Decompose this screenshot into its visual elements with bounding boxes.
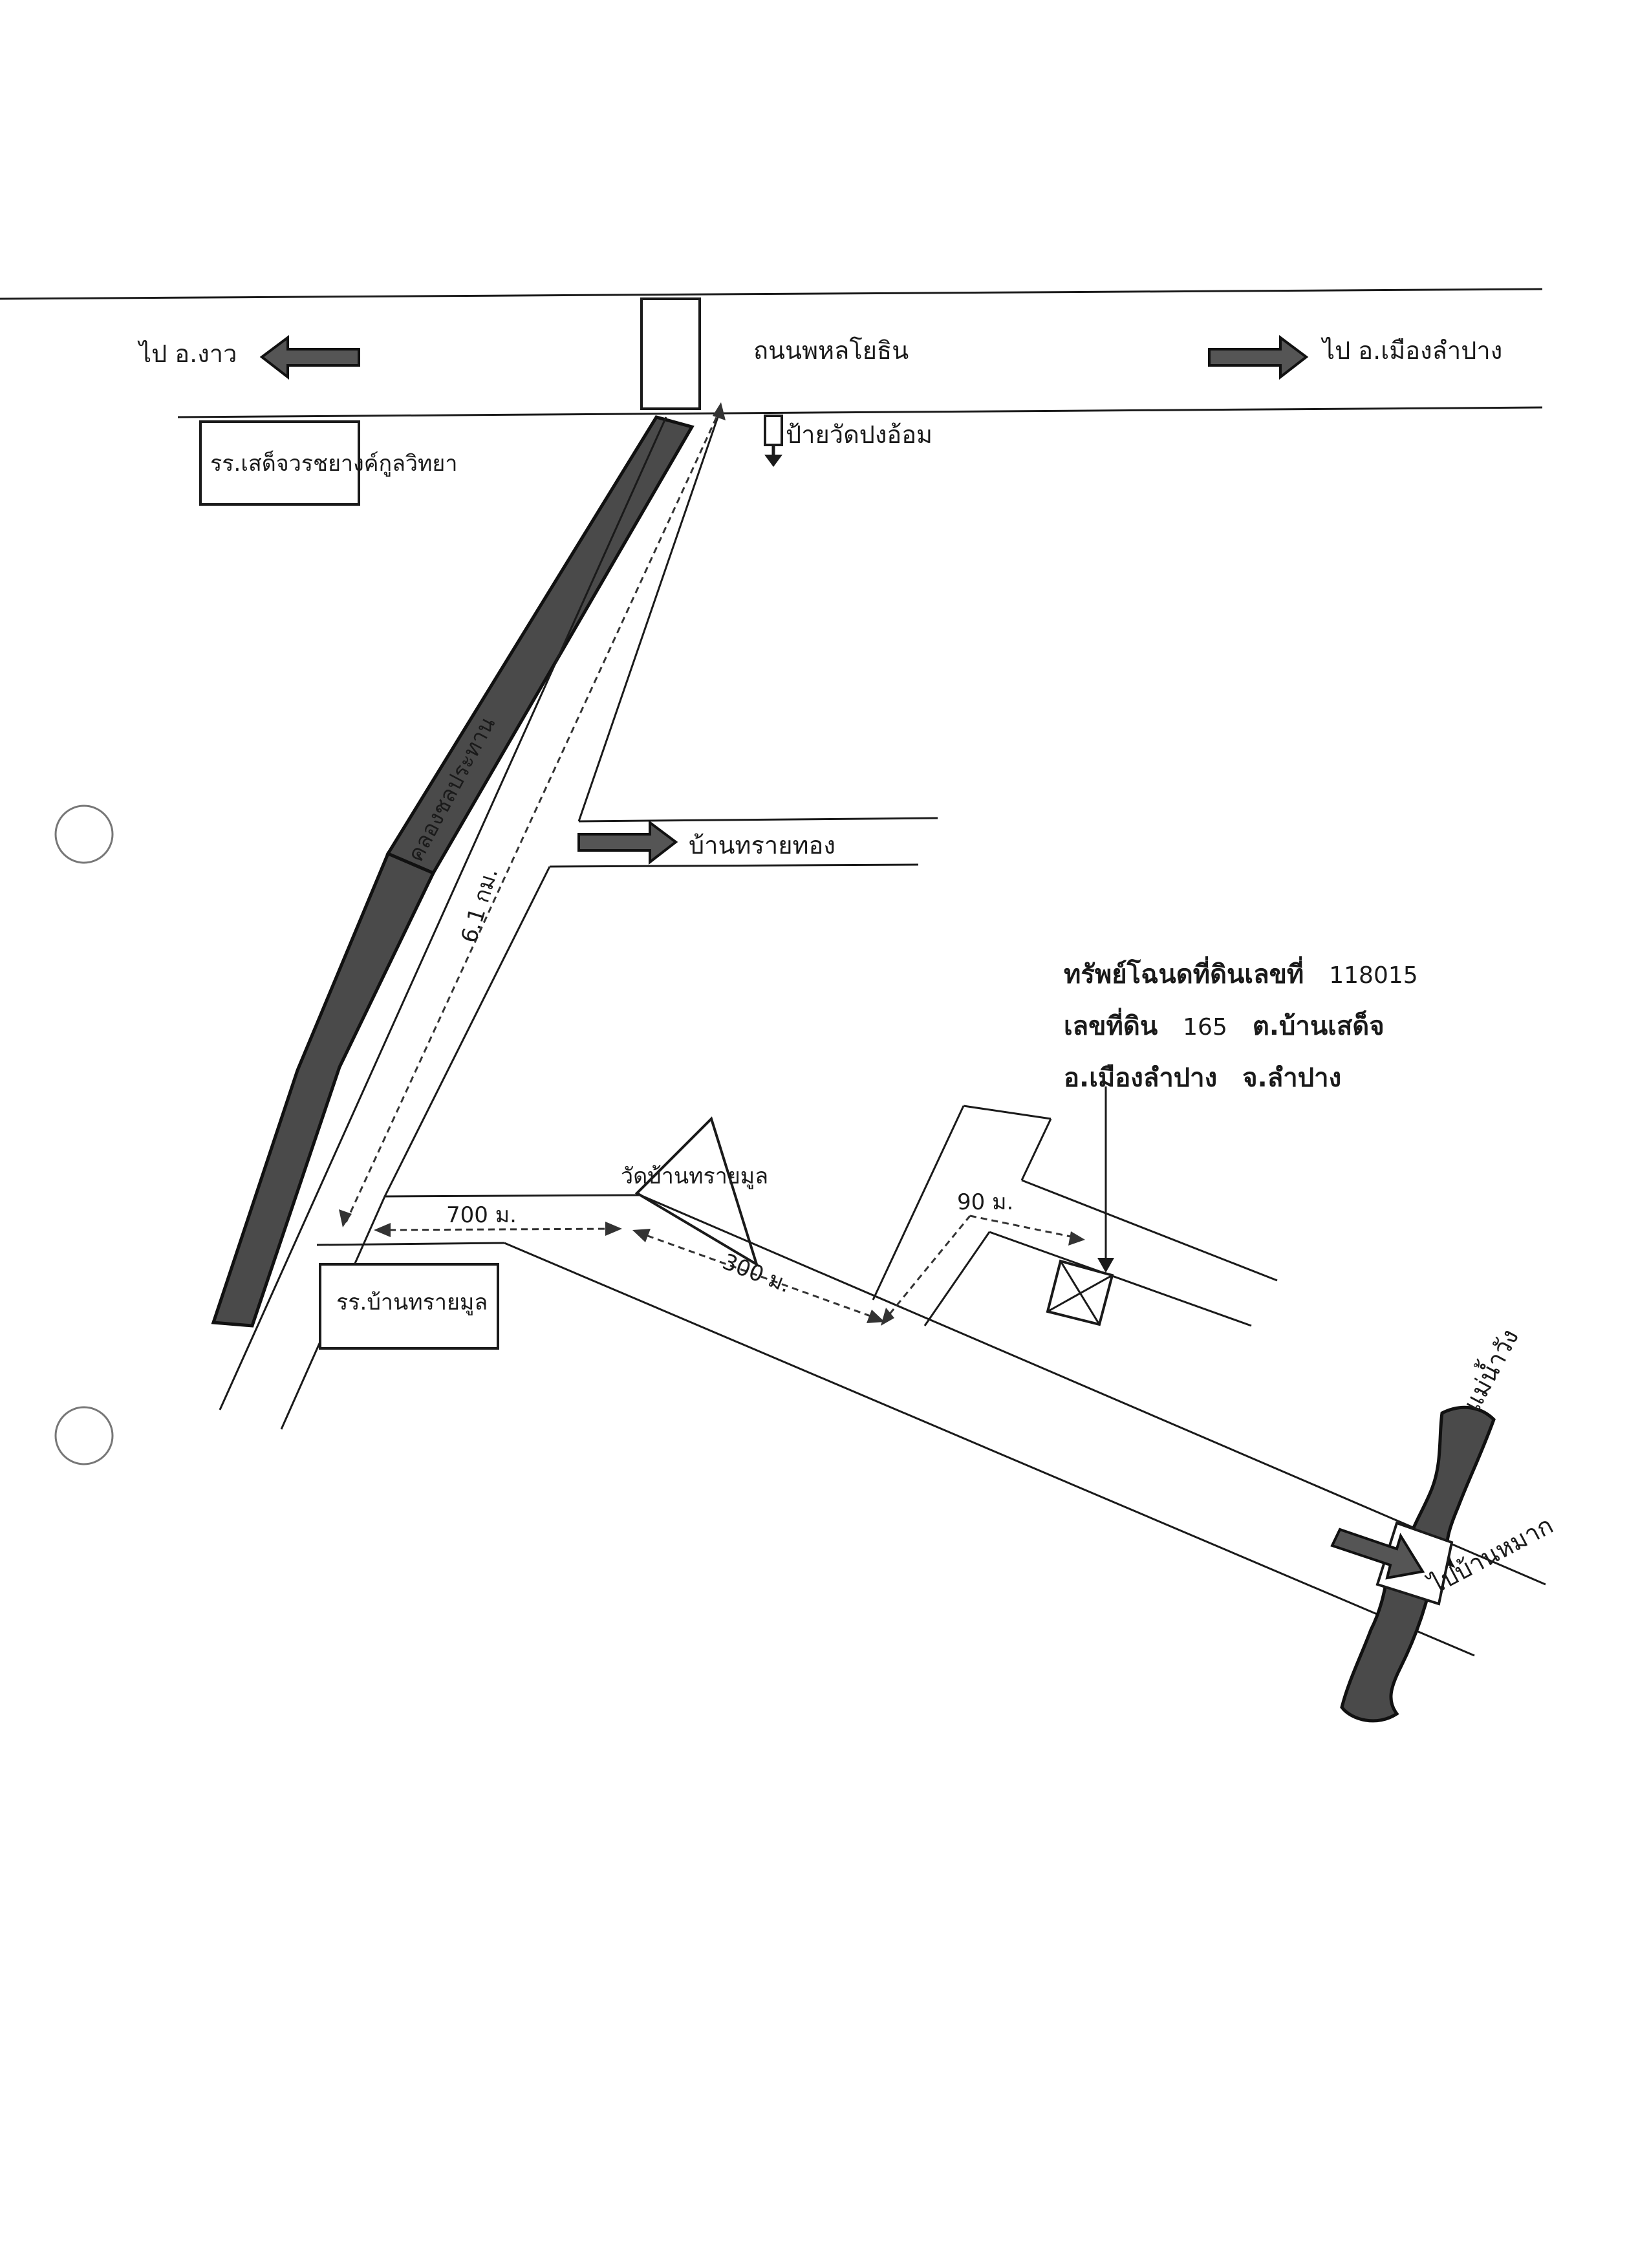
- side-road-left-edge: [219, 416, 667, 1410]
- land-plot-x-icon: [1046, 1259, 1114, 1326]
- deed-line2-label: เลขที่ดิน: [1064, 1008, 1158, 1041]
- punch-hole-icon: [54, 805, 114, 864]
- deed-line1-value: 118015: [1329, 962, 1417, 989]
- river-wang-lower: [1340, 1575, 1432, 1723]
- deed-line3-province: จ.ลำปาง: [1242, 1063, 1341, 1093]
- school-top-box: [199, 420, 360, 506]
- to-mueang-lampang-label: ไป อ.เมืองลำปาง: [1320, 336, 1502, 365]
- dist-61km-label: 6.1 กม.: [456, 865, 503, 945]
- village-road-bottom: [316, 1242, 505, 1246]
- to-ngao-label: ไป อ.งาว: [137, 340, 237, 368]
- dist-61km-line: [345, 407, 722, 1223]
- lane-lower-road-h: [989, 1231, 1252, 1327]
- lane-left-top: [963, 1105, 1051, 1120]
- side-road-right-edge-mid: [383, 866, 551, 1197]
- deed-line3: อ.เมืองลำปาง จ.ลำปาง: [1064, 1063, 1341, 1093]
- dist-90-label: 90 ม.: [957, 1189, 1013, 1215]
- canal-band-lower: [211, 851, 436, 1328]
- wat-ban-sai-mun-label: วัดบ้านทรายมูล: [621, 1163, 768, 1189]
- arrow-right-icon: [1330, 1528, 1425, 1580]
- ban-mak-road-bottom: [504, 1242, 1475, 1657]
- lane-left-edge: [872, 1105, 965, 1301]
- sai-thong-road-top: [578, 817, 938, 823]
- river-wang-label: แม่น้ำวัง: [1454, 1323, 1524, 1416]
- highway-label: ถนนพหลโยธิน: [753, 336, 909, 365]
- deed-line2-tambon: ต.บ้านเสด็จ: [1253, 1010, 1385, 1041]
- temple-triangle-icon: [634, 1116, 759, 1268]
- village-road-top: [384, 1194, 641, 1198]
- down-arrow-sign-icon: [764, 415, 783, 467]
- ban-mak-road-top: [640, 1194, 1546, 1586]
- school-bottom-label: รร.บ้านทรายมูล: [336, 1290, 488, 1315]
- punch-hole-icon: [54, 1406, 114, 1465]
- deed-line3-amphoe: อ.เมืองลำปาง: [1064, 1063, 1217, 1093]
- school-top-label: รร.เสด็จวรชยางค์กูลวิทยา: [210, 450, 457, 477]
- sai-thong-road-bottom: [549, 863, 919, 868]
- lane-lower-road: [923, 1231, 991, 1326]
- school-bottom-box: [319, 1263, 499, 1350]
- lane-upper-road: [1021, 1179, 1278, 1282]
- dist-300-line: [636, 1231, 880, 1321]
- dist-90-line: [881, 1215, 971, 1323]
- arrow-left-icon: [259, 335, 360, 380]
- deed-line2-value: 165: [1183, 1014, 1227, 1041]
- highway-junction-box: [640, 297, 701, 410]
- deed-line2: เลขที่ดิน 165 ต.บ้านเสด็จ: [1064, 1008, 1385, 1041]
- sign-wat-label: ป้ายวัดปงอ้อม: [786, 420, 932, 449]
- lane-right-top: [1020, 1118, 1052, 1181]
- dist-90-line-h: [969, 1215, 1081, 1240]
- highway-bottom-edge: [177, 406, 1543, 418]
- dist-700-label: 700 ม.: [446, 1202, 517, 1228]
- arrow-right-icon: [577, 820, 678, 865]
- deed-line1: ทรัพย์โฉนดที่ดินเลขที่ 118015: [1064, 956, 1418, 989]
- highway-top-edge: [0, 288, 1543, 300]
- ban-sai-thong-label: บ้านทรายทอง: [689, 831, 835, 859]
- side-road-right-edge-top: [577, 416, 719, 822]
- dist-700-line: [378, 1227, 618, 1231]
- arrow-right-icon: [1208, 335, 1309, 380]
- river-wang: [1406, 1405, 1496, 1568]
- deed-line1-label: ทรัพย์โฉนดที่ดินเลขที่: [1064, 956, 1304, 989]
